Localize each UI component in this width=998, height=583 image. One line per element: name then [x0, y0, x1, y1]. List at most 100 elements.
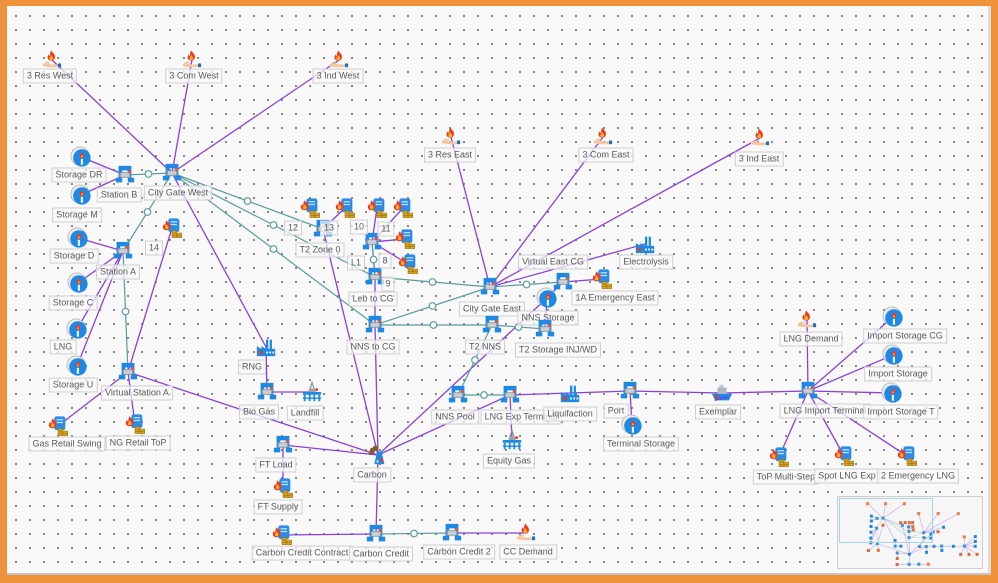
- node-label[interactable]: Storage M: [52, 207, 102, 223]
- compressor-icon[interactable]: [117, 361, 139, 383]
- pipeline-marker-icon[interactable]: [522, 280, 531, 289]
- node-label[interactable]: LNG Import Terminal: [779, 403, 871, 419]
- pipeline-marker-icon[interactable]: [410, 529, 418, 538]
- compressor-icon[interactable]: [161, 162, 183, 184]
- pipeline-marker-icon[interactable]: [480, 391, 488, 399]
- flow-edge[interactable]: [281, 533, 377, 536]
- pipeline-tag[interactable]: 13: [319, 220, 339, 236]
- ship-icon[interactable]: [711, 382, 733, 404]
- compressor-icon[interactable]: [479, 276, 501, 298]
- node-label[interactable]: Equity Gas: [482, 453, 536, 469]
- storage-icon[interactable]: [70, 146, 92, 168]
- storage-icon[interactable]: [881, 382, 903, 404]
- compressor-icon[interactable]: [112, 240, 134, 262]
- pipeline-tag[interactable]: 11: [377, 221, 395, 237]
- contract-icon[interactable]: [392, 197, 414, 219]
- horizontal-scrollbar[interactable]: [7, 573, 991, 575]
- compressor-icon[interactable]: [619, 380, 641, 402]
- node-label[interactable]: Virtual Station A: [101, 385, 173, 401]
- compressor-icon[interactable]: [481, 314, 503, 336]
- factory-icon[interactable]: [255, 336, 277, 358]
- node-label[interactable]: Storage D: [49, 248, 99, 264]
- factory-icon[interactable]: [634, 233, 656, 255]
- contract-icon[interactable]: [366, 197, 388, 219]
- node-label[interactable]: Carbon Credit Contract: [251, 545, 353, 561]
- node-label[interactable]: 2 Emergency LNG: [876, 468, 960, 484]
- contract-icon[interactable]: [768, 446, 790, 468]
- node-label[interactable]: Leb to CG: [348, 291, 398, 307]
- storage-icon[interactable]: [70, 184, 92, 206]
- node-label[interactable]: Import Storage T: [863, 404, 939, 420]
- node-label[interactable]: Liquifaction: [543, 406, 597, 422]
- node-label[interactable]: Import Storage CG: [863, 328, 947, 344]
- contract-icon[interactable]: [47, 415, 69, 437]
- power-plant-icon[interactable]: [367, 444, 389, 466]
- node-label[interactable]: Electrolysis: [619, 254, 673, 270]
- pipeline-marker-icon[interactable]: [369, 255, 378, 264]
- pipeline-marker-icon[interactable]: [269, 245, 278, 253]
- storage-icon[interactable]: [536, 287, 558, 309]
- factory-icon[interactable]: [559, 382, 581, 404]
- flow-edge[interactable]: [377, 394, 511, 456]
- pipeline-marker-icon[interactable]: [269, 221, 278, 229]
- node-label[interactable]: FT Load: [255, 457, 297, 473]
- node-label[interactable]: Port: [603, 403, 629, 419]
- node-label[interactable]: CC Demand: [499, 544, 557, 560]
- node-label[interactable]: Virtual East CG: [518, 254, 588, 270]
- node-label[interactable]: NNS to CG: [346, 339, 400, 355]
- node-label[interactable]: Terminal Storage: [602, 436, 680, 452]
- pipeline-marker-icon[interactable]: [121, 307, 130, 316]
- compressor-icon[interactable]: [447, 384, 469, 406]
- compressor-icon[interactable]: [272, 434, 294, 456]
- node-label[interactable]: Carbon Credit 2: [423, 544, 495, 560]
- pipeline-tag[interactable]: 8: [378, 253, 392, 269]
- node-label[interactable]: LNG Demand: [779, 331, 843, 347]
- storage-icon[interactable]: [621, 414, 643, 436]
- rig-icon[interactable]: [501, 429, 523, 451]
- contract-icon[interactable]: [591, 268, 613, 290]
- storage-icon[interactable]: [66, 355, 88, 377]
- contract-icon[interactable]: [124, 413, 146, 435]
- flow-edge[interactable]: [127, 227, 173, 373]
- node-label[interactable]: 3 Ind West: [312, 68, 364, 84]
- consumer-icon[interactable]: [749, 127, 771, 149]
- pipeline-marker-icon[interactable]: [471, 356, 479, 364]
- pipeline-tag[interactable]: 9: [381, 276, 395, 292]
- node-label[interactable]: Bio Gas: [238, 404, 280, 420]
- flow-edge[interactable]: [721, 390, 809, 394]
- flow-edge[interactable]: [807, 390, 845, 457]
- node-label[interactable]: Gas Retail Swing: [28, 436, 106, 452]
- flow-edge[interactable]: [629, 390, 723, 394]
- contract-icon[interactable]: [271, 524, 293, 546]
- node-label[interactable]: Storage DR: [51, 167, 107, 183]
- node-label[interactable]: Carbon Credit: [348, 546, 414, 562]
- contract-icon[interactable]: [833, 445, 855, 467]
- consumer-icon[interactable]: [440, 126, 462, 148]
- compressor-icon[interactable]: [499, 384, 521, 406]
- pipeline-marker-icon[interactable]: [428, 278, 437, 286]
- node-label[interactable]: Landfill: [286, 405, 324, 421]
- node-label[interactable]: T2 Storage INJ/WD: [514, 342, 602, 358]
- contract-icon[interactable]: [397, 253, 419, 275]
- node-label[interactable]: 3 Res East: [423, 147, 477, 163]
- node-label[interactable]: Spot LNG Exp: [814, 468, 880, 484]
- pipeline-marker-icon[interactable]: [429, 321, 438, 329]
- node-label[interactable]: Station A: [95, 264, 141, 280]
- vertical-scrollbar[interactable]: [988, 6, 991, 575]
- flow-edge[interactable]: [807, 354, 894, 392]
- contract-icon[interactable]: [896, 445, 918, 467]
- storage-icon[interactable]: [67, 227, 89, 249]
- flow-edge[interactable]: [282, 444, 379, 456]
- compressor-icon[interactable]: [534, 318, 556, 340]
- node-label[interactable]: Storage C: [48, 295, 98, 311]
- consumer-icon[interactable]: [796, 309, 818, 331]
- pipeline-tag[interactable]: 12: [283, 220, 303, 236]
- flow-edge[interactable]: [807, 390, 893, 394]
- pipeline-marker-icon[interactable]: [143, 208, 152, 216]
- storage-icon[interactable]: [67, 272, 89, 294]
- pipeline-marker-icon[interactable]: [243, 197, 252, 205]
- minimap[interactable]: [837, 496, 983, 569]
- node-label[interactable]: NG Retail ToP: [105, 435, 171, 451]
- pipeline-tag[interactable]: L1: [346, 255, 366, 271]
- compressor-icon[interactable]: [364, 314, 386, 336]
